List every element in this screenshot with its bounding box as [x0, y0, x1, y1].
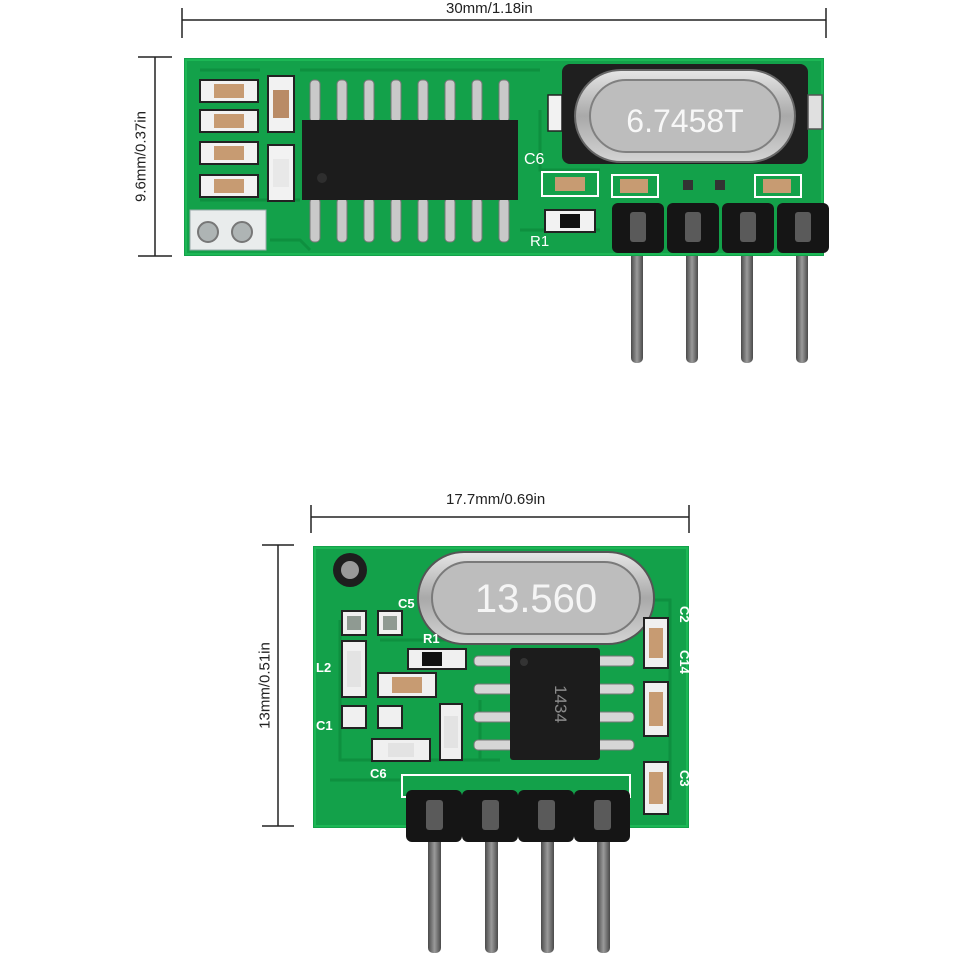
transmitter-silk-c5: C5 — [398, 596, 415, 611]
receiver-ic — [302, 120, 518, 200]
transmitter-ic-marking: 1434 — [551, 685, 570, 723]
transmitter-ic-pins — [473, 655, 635, 751]
receiver-silk-c6: C6 — [524, 151, 545, 168]
receiver-crystal-marking: 6.7458T — [626, 103, 743, 139]
transmitter-height-dimension — [262, 544, 294, 827]
transmitter-crystal-marking: 13.560 — [475, 577, 597, 621]
receiver-module: C6 R1 6.7458T — [184, 58, 829, 363]
transmitter-silk-c2: C2 — [677, 606, 692, 623]
transmitter-smd-components — [341, 610, 669, 815]
transmitter-silk-c3: C3 — [677, 770, 692, 787]
receiver-width-dimension — [181, 8, 827, 38]
receiver-pin-header — [612, 203, 829, 253]
transmitter-silk-c6: C6 — [370, 766, 387, 781]
receiver-width-label: 30mm/1.18in — [446, 0, 533, 17]
receiver-header-pins — [631, 235, 808, 363]
transmitter-silk-l2: L2 — [316, 660, 331, 675]
transmitter-module: 13.560 C5 L2 C1 C6 R1 C2 C14 C3 — [313, 546, 692, 953]
receiver-height-dimension — [138, 56, 172, 257]
receiver-crystal: 6.7458T — [562, 64, 808, 164]
transmitter-header-pins — [428, 815, 610, 953]
receiver-smd-components — [199, 75, 295, 202]
transmitter-pin-header — [406, 790, 630, 842]
transmitter-width-dimension — [310, 505, 690, 533]
transmitter-silk-r1: R1 — [423, 631, 440, 646]
transmitter-crystal: 13.560 — [417, 551, 655, 645]
receiver-antenna-pads — [189, 209, 267, 251]
transmitter-width-label: 17.7mm/0.69in — [446, 491, 546, 508]
transmitter-ic — [510, 648, 600, 760]
receiver-silk-r1: R1 — [530, 233, 549, 250]
transmitter-silk-c14: C14 — [677, 650, 692, 675]
receiver-ic-pins — [309, 79, 510, 243]
transmitter-silk-c1: C1 — [316, 718, 333, 733]
